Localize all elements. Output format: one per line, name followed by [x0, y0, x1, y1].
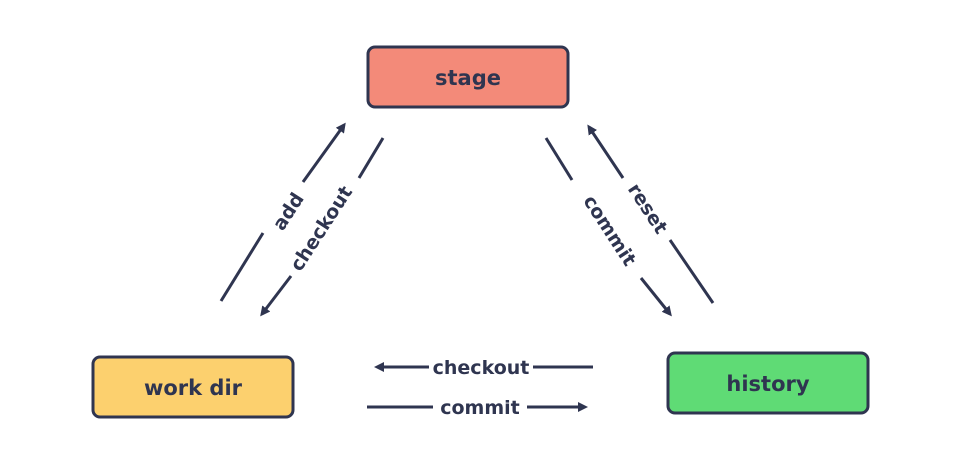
add-label: add — [268, 189, 308, 235]
workdir-label: work dir — [144, 376, 243, 400]
history-label: history — [726, 372, 809, 396]
checkout-history-workdir-arrow: checkout — [374, 357, 593, 379]
stage-node: stage — [366, 45, 570, 109]
stage-label: stage — [435, 66, 501, 90]
workdir-node: work dir — [91, 355, 295, 419]
checkout-history-workdir-label: checkout — [433, 357, 530, 379]
commit-workdir-history-label: commit — [440, 397, 520, 419]
commit-workdir-history-arrow: commit — [367, 397, 588, 419]
reset-label: reset — [623, 179, 672, 238]
history-node: history — [666, 351, 870, 415]
